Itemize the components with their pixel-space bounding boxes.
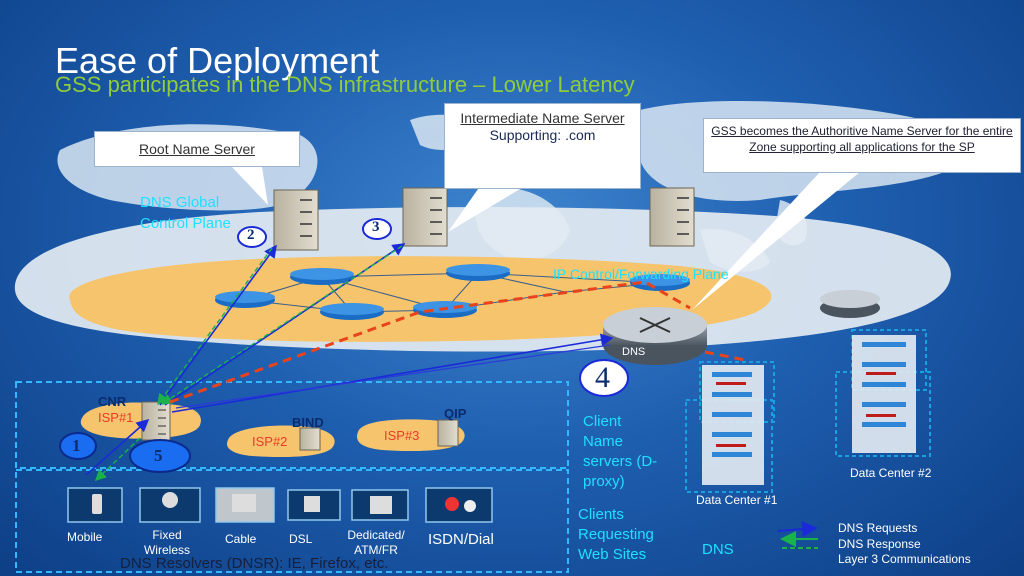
ip-forwarding-cloud	[69, 256, 772, 342]
slide-subtitle: GSS participates in the DNS infrastructu…	[55, 72, 635, 97]
cnr-label: CNR	[98, 394, 127, 409]
intermediate-server-icon	[402, 187, 448, 247]
device-cable-label: Cable	[225, 532, 257, 546]
step-1: 1	[72, 436, 81, 455]
device-mobile-label: Mobile	[67, 530, 103, 544]
legend-lines	[777, 521, 818, 549]
cnr-server-icon	[141, 401, 171, 441]
qip-label: QIP	[444, 406, 467, 421]
isp3-label: ISP#3	[384, 428, 420, 443]
intermediate-callout-title: Intermediate Name Server	[460, 110, 625, 126]
dc1-label: Data Center #1	[696, 493, 778, 507]
gss-callout-pointer	[692, 172, 860, 310]
dns-global-label: DNS Global Control Plane	[140, 194, 231, 232]
step-3: 3	[372, 219, 380, 235]
legend-layer3: Layer 3 Communications	[838, 552, 971, 566]
isp1-label: ISP#1	[98, 410, 134, 425]
step-5: 5	[154, 446, 163, 465]
dns-router-label: DNS	[622, 346, 646, 358]
device-isdn-label: ISDN/Dial	[428, 531, 494, 548]
root-callout-pointer	[232, 167, 268, 205]
gss-server-icon	[649, 187, 695, 247]
client-ns-box	[15, 381, 569, 469]
intermediate-server-callout: Intermediate Name Server Supporting: .co…	[444, 103, 641, 189]
clients-label: Clients Requesting Web Sites	[578, 506, 654, 563]
step-markers	[59, 218, 629, 473]
device-glyphs	[92, 492, 476, 514]
bind-label: BIND	[292, 415, 324, 430]
device-dedicated-label: Dedicated/ ATM/FR	[347, 528, 405, 557]
legend-requests: DNS Requests	[838, 521, 918, 535]
gss-callout: GSS becomes the Authoritive Name Server …	[703, 118, 1021, 173]
slide-title: Ease of Deployment	[55, 40, 380, 81]
datacenter-1-racks	[702, 365, 764, 485]
datacenter-2-racks	[852, 335, 916, 453]
root-server-callout: Root Name Server	[94, 131, 300, 167]
device-fixed-label: Fixed Wireless	[143, 528, 190, 557]
intermediate-callout-sub: Supporting: .com	[489, 127, 596, 143]
edge-router-icon	[820, 290, 880, 318]
dnsr-label: DNS Resolvers (DNSR): IE, Firefox, etc.	[120, 555, 389, 572]
dns-router-icon	[603, 307, 707, 365]
bind-server-icon	[299, 427, 321, 451]
ip-control-label: IP Control/Forwarding Plane	[553, 266, 729, 282]
cloud-routers	[215, 264, 690, 320]
clients-box	[15, 469, 569, 573]
root-server-icon	[273, 189, 319, 251]
client-ns-label: Client Name servers (D-proxy)	[583, 413, 658, 490]
access-device-icons	[67, 487, 493, 523]
dns-legend-label: DNS	[702, 541, 734, 558]
step-4: 4	[595, 361, 610, 394]
layer3-path	[169, 280, 746, 404]
intermediate-callout-pointer	[448, 189, 520, 232]
legend-response: DNS Response	[838, 537, 921, 551]
qip-server-icon	[437, 419, 459, 447]
isp2-label: ISP#2	[252, 434, 288, 449]
device-dsl-label: DSL	[289, 532, 313, 546]
step-2: 2	[247, 227, 255, 243]
dc2-label: Data Center #2	[850, 466, 932, 480]
